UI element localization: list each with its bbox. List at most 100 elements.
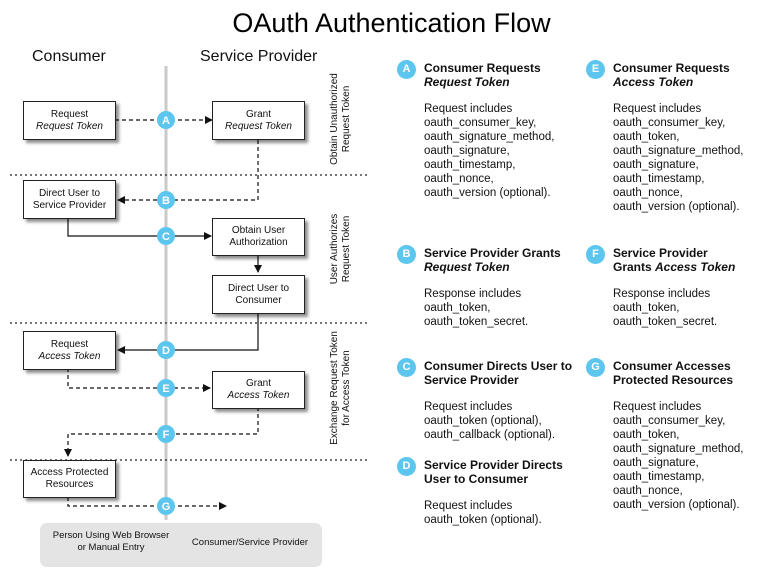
badge-f-icon: F bbox=[586, 245, 605, 264]
legend bbox=[40, 523, 322, 567]
step-heading: Consumer Directs User to bbox=[424, 359, 573, 373]
badge-b-icon: B bbox=[397, 245, 416, 264]
legend-browser-label: Person Using Web Browser or Manual Entry bbox=[46, 530, 176, 554]
box-label: Direct User to bbox=[227, 282, 290, 294]
step-body-line: oauth_timestamp, bbox=[613, 471, 705, 483]
step-body-line: oauth_timestamp, bbox=[424, 159, 516, 171]
step-body-line: oauth_timestamp, bbox=[613, 173, 705, 185]
step-heading: Service Provider Grants bbox=[424, 246, 561, 260]
badge-g-icon: G bbox=[586, 358, 605, 377]
step-body-line: oauth_token_secret. bbox=[613, 316, 718, 328]
box-label: Request bbox=[50, 108, 89, 120]
step-e: E Consumer Requests Access Token Request… bbox=[586, 60, 776, 225]
box-label: Authorization bbox=[229, 237, 288, 248]
step-body-line: Request includes bbox=[613, 103, 702, 115]
step-body-line: oauth_token, bbox=[613, 302, 680, 314]
svg-text:E: E bbox=[162, 383, 169, 395]
provider-column-header: Service Provider bbox=[200, 48, 318, 65]
page-title: OAuth Authentication Flow bbox=[232, 8, 551, 38]
box-request-access-token: Request Access Token bbox=[23, 331, 116, 370]
step-subheading: Access Token bbox=[613, 75, 694, 89]
step-body-line: Request includes bbox=[613, 401, 702, 413]
step-body-line: oauth_signature, bbox=[613, 159, 699, 171]
step-body: Request includes oauth_consumer_key, oau… bbox=[424, 102, 554, 200]
step-body-line: oauth_signature, bbox=[424, 145, 510, 157]
step-body-line: oauth_signature_method, bbox=[613, 443, 744, 455]
step-subheading: Protected Resources bbox=[613, 373, 734, 387]
badge-e-icon: E bbox=[586, 60, 605, 79]
step-body-line: oauth_callback (optional). bbox=[424, 429, 556, 441]
badge-d: D bbox=[157, 341, 175, 359]
step-body-line: Request includes bbox=[424, 401, 513, 413]
step-subheading-italic: Access Token bbox=[655, 260, 736, 274]
box-label: Obtain User bbox=[231, 225, 286, 236]
step-body: Request includes oauth_consumer_key, oau… bbox=[613, 400, 743, 512]
phase-label-obtain: Obtain Unauthorized Request Token bbox=[329, 59, 355, 179]
step-heading: Consumer Requests bbox=[613, 61, 730, 75]
step-body-line: oauth_nonce, bbox=[613, 187, 683, 199]
step-body: Response includes oauth_token, oauth_tok… bbox=[424, 287, 528, 329]
badge-f: F bbox=[157, 425, 175, 443]
legend-line: Person Using Web Browser bbox=[52, 530, 170, 541]
box-direct-user-to-consumer: Direct User to Consumer bbox=[212, 275, 305, 314]
step-body-line: Response includes bbox=[613, 288, 711, 300]
step-d: D Service Provider Directs User to Consu… bbox=[397, 457, 587, 532]
svg-text:B: B bbox=[162, 195, 170, 207]
step-body-line: oauth_nonce, bbox=[424, 173, 494, 185]
box-label: Service Provider bbox=[32, 199, 107, 211]
phase-line: Obtain Unauthorized bbox=[329, 73, 340, 165]
step-body: Response includes oauth_token, oauth_tok… bbox=[613, 287, 717, 329]
arrow-b bbox=[117, 140, 259, 204]
svg-text:D: D bbox=[162, 345, 170, 357]
step-body-line: oauth_version (optional). bbox=[613, 201, 740, 213]
badge-g: G bbox=[157, 497, 175, 515]
step-body-line: Response includes bbox=[424, 288, 522, 300]
arrow-g bbox=[67, 497, 227, 510]
step-body-line: oauth_token, bbox=[613, 429, 680, 441]
box-label: Consumer bbox=[235, 294, 282, 306]
step-body: Request includes oauth_consumer_key, oau… bbox=[613, 102, 743, 214]
box-label: Request Token bbox=[36, 120, 103, 132]
step-f: F Service Provider Grants Access Token R… bbox=[586, 245, 776, 335]
badge-c-icon: C bbox=[397, 358, 416, 377]
svg-text:F: F bbox=[163, 429, 170, 441]
step-subheading: User to Consumer bbox=[424, 472, 529, 486]
legend-consumer-sp-label: Consumer/Service Provider bbox=[191, 537, 309, 548]
badge-a: A bbox=[157, 111, 175, 129]
box-label: Request Token bbox=[225, 120, 292, 132]
step-body-line: Request includes bbox=[424, 500, 513, 512]
arrow-d bbox=[117, 313, 259, 354]
arrow-e bbox=[67, 368, 211, 392]
svg-text:A: A bbox=[162, 115, 170, 127]
step-c: C Consumer Directs User to Service Provi… bbox=[397, 358, 587, 448]
box-obtain-user-authorization: Obtain User Authorization bbox=[212, 218, 305, 256]
phase-label-exchange: Exchange Request Token for Access Token bbox=[329, 322, 355, 454]
badge-b: B bbox=[157, 191, 175, 209]
step-body-line: oauth_version (optional). bbox=[424, 187, 551, 199]
step-body-line: oauth_token_secret. bbox=[424, 316, 529, 328]
legend-line: or Manual Entry bbox=[77, 542, 145, 553]
step-heading: Consumer Accesses bbox=[613, 359, 731, 373]
step-a: A Consumer Requests Request Token Reques… bbox=[397, 60, 587, 210]
step-body: Request includes oauth_token (optional),… bbox=[424, 400, 555, 442]
step-heading: Service Provider bbox=[613, 246, 708, 260]
step-body-line: oauth_token (optional), bbox=[424, 415, 542, 427]
step-subheading: Grants Access Token bbox=[613, 260, 736, 274]
step-body-line: oauth_version (optional). bbox=[613, 499, 740, 511]
box-grant-access-token: Grant Access Token bbox=[212, 371, 305, 409]
box-label: Grant bbox=[245, 108, 271, 120]
badge-d-icon: D bbox=[397, 457, 416, 476]
box-grant-request-token: Grant Request Token bbox=[212, 101, 305, 140]
step-g: G Consumer Accesses Protected Resources … bbox=[586, 358, 776, 523]
step-body-line: oauth_signature_method, bbox=[424, 131, 555, 143]
step-heading: Service Provider Directs bbox=[424, 458, 563, 472]
phase-line: Request Token bbox=[341, 215, 352, 283]
arrow-c bbox=[67, 217, 212, 240]
box-label: Direct User to bbox=[38, 187, 101, 199]
step-body-line: oauth_consumer_key, bbox=[613, 117, 726, 129]
phase-label-authorize: User Authorizes Request Token bbox=[329, 189, 355, 309]
badge-c: C bbox=[157, 227, 175, 245]
phase-line: Exchange Request Token bbox=[329, 331, 340, 445]
step-b: B Service Provider Grants Request Token … bbox=[397, 245, 587, 335]
step-body-line: oauth_token (optional). bbox=[424, 514, 542, 526]
